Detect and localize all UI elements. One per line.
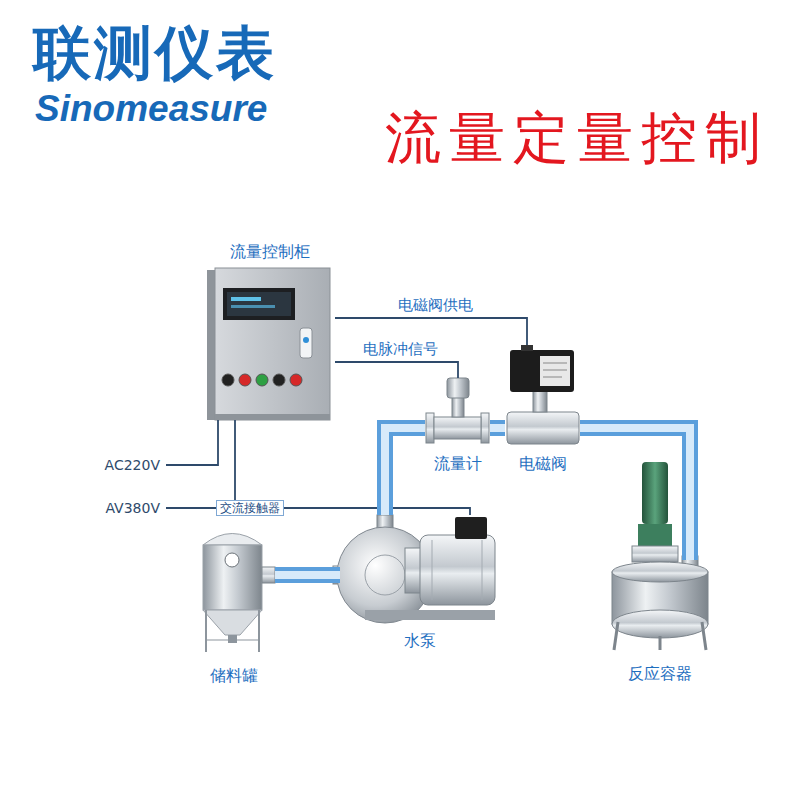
tank-outlet (228, 635, 237, 643)
pump-eye (365, 555, 405, 595)
display-bezel (223, 288, 295, 320)
motor-bracket (632, 546, 678, 562)
cable-gland (521, 345, 533, 351)
pipe-connector (580, 428, 690, 560)
sensor-stem (452, 396, 464, 417)
equipment-node: 流量计 (425, 378, 490, 475)
equipment-label: 反应容器 (628, 664, 692, 683)
voltage-label: AC220V (105, 457, 160, 474)
meter-flange (426, 413, 434, 443)
motor-rib (432, 540, 433, 600)
tank-dome (203, 534, 262, 546)
valve-stem (533, 390, 547, 412)
equipment-node: 水泵 (340, 515, 500, 652)
solenoid-valve (507, 345, 579, 444)
nameplate-line (543, 363, 567, 364)
vessel-leg (614, 622, 618, 650)
pipe-highlight (580, 428, 690, 560)
tank-cone (203, 610, 262, 635)
tank-nozzle (262, 567, 275, 583)
pump-base (365, 610, 495, 620)
diagram-title: 流量定量控制 (385, 110, 769, 166)
pipe-highlight (275, 571, 340, 579)
pipe-connector (275, 567, 340, 583)
tank-body (203, 545, 262, 610)
wire-connector (335, 362, 458, 378)
push-button (290, 374, 302, 386)
equipment-node: 反应容器 (600, 560, 720, 685)
meter-body (434, 417, 481, 439)
push-button (239, 374, 251, 386)
equipment-label: 电磁阀 (519, 454, 567, 473)
motor-rib (482, 540, 483, 600)
valve-body (507, 412, 579, 444)
pipe-run (580, 428, 690, 560)
push-button (256, 374, 268, 386)
tank-leg (258, 610, 260, 652)
equipment-label: 储料罐 (210, 666, 258, 685)
push-button (273, 374, 285, 386)
vessel-lid (612, 562, 708, 582)
flow-meter (426, 378, 489, 443)
voltage-label: AV380V (105, 500, 160, 517)
brand-name-latin: Sinomeasure (35, 90, 267, 127)
control-cabinet (207, 268, 330, 420)
pipe-highlight (490, 424, 505, 432)
pipe-run (385, 428, 425, 515)
valve-coil (510, 350, 574, 392)
junction-box (455, 517, 487, 539)
equipment-node: 流量控制柜 (205, 240, 335, 420)
cabinet-body (215, 268, 330, 420)
brand-name: 联测仪表 (33, 24, 277, 82)
display-readout (231, 297, 261, 301)
vessel-bottom (612, 610, 708, 638)
signal-label: 电磁阀供电 (395, 296, 476, 314)
pipe-highlight (385, 428, 425, 515)
pump-motor (420, 535, 495, 605)
signal-wire (335, 362, 458, 378)
signal-label: 交流接触器 (216, 500, 284, 516)
pipe-run (275, 575, 340, 576)
indicator-lamp (303, 337, 309, 343)
pipe-connector (385, 428, 425, 515)
display-screen (227, 292, 291, 316)
gear-reducer (638, 524, 672, 546)
equipment-label: 水泵 (404, 631, 436, 650)
signal-label: 电脉冲信号 (360, 340, 441, 358)
pump-volute (337, 527, 433, 623)
nameplate-line (543, 370, 567, 371)
nameplate-line (543, 377, 562, 378)
agitator-motor (642, 462, 668, 524)
pipe-run (490, 428, 505, 429)
storage-tank (203, 534, 275, 653)
equipment-node: 储料罐 (192, 530, 275, 687)
equipment-node: 电磁阀 (505, 345, 580, 475)
equipment-label: 流量计 (434, 454, 482, 473)
vessel-leg (659, 636, 662, 650)
sensor-head (447, 378, 469, 398)
cabinet-base (215, 414, 330, 420)
meter-flange (481, 413, 489, 443)
vessel-leg (702, 622, 706, 650)
tank-badge (225, 553, 239, 567)
push-button (222, 374, 234, 386)
display-readout (231, 305, 275, 308)
pipe-connector (490, 420, 505, 436)
power-wire (166, 420, 218, 465)
water-pump (333, 515, 495, 623)
tank-leg (205, 610, 207, 652)
indicator-panel (300, 328, 312, 358)
coil-nameplate (540, 356, 570, 386)
equipment-label: 流量控制柜 (230, 242, 310, 261)
